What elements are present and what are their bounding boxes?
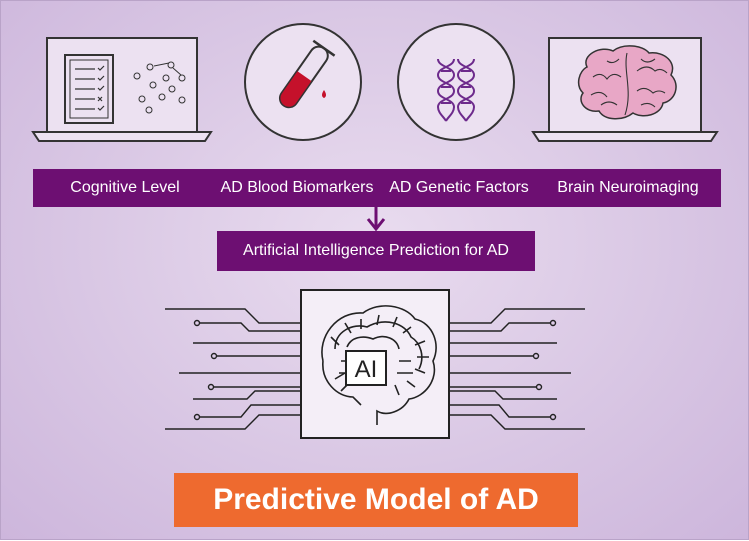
input-label-cognitive: Cognitive Level — [70, 179, 180, 196]
blood-test-tube-icon — [244, 23, 362, 141]
input-label-genetic: AD Genetic Factors — [389, 179, 529, 196]
predictive-model-label: Predictive Model of AD — [213, 483, 539, 516]
laptop-checklist-icon — [31, 37, 213, 142]
ai-prediction-label: Artificial Intelligence Prediction for A… — [243, 242, 509, 259]
input-label-neuroimaging: Brain Neuroimaging — [557, 179, 699, 196]
circuit-lines-right — [449, 308, 585, 430]
circuit-lines-left — [165, 308, 301, 430]
connector-arrow — [366, 207, 386, 232]
laptop-brain-icon — [531, 37, 719, 142]
ai-prediction-box: Artificial Intelligence Prediction for A… — [217, 231, 535, 271]
dna-icon — [397, 23, 515, 141]
input-factors-band: Cognitive Level AD Blood Biomarkers AD G… — [33, 169, 721, 207]
ai-chip-label: AI — [345, 350, 387, 386]
input-label-blood: AD Blood Biomarkers — [220, 179, 374, 196]
predictive-model-box: Predictive Model of AD — [174, 473, 578, 527]
